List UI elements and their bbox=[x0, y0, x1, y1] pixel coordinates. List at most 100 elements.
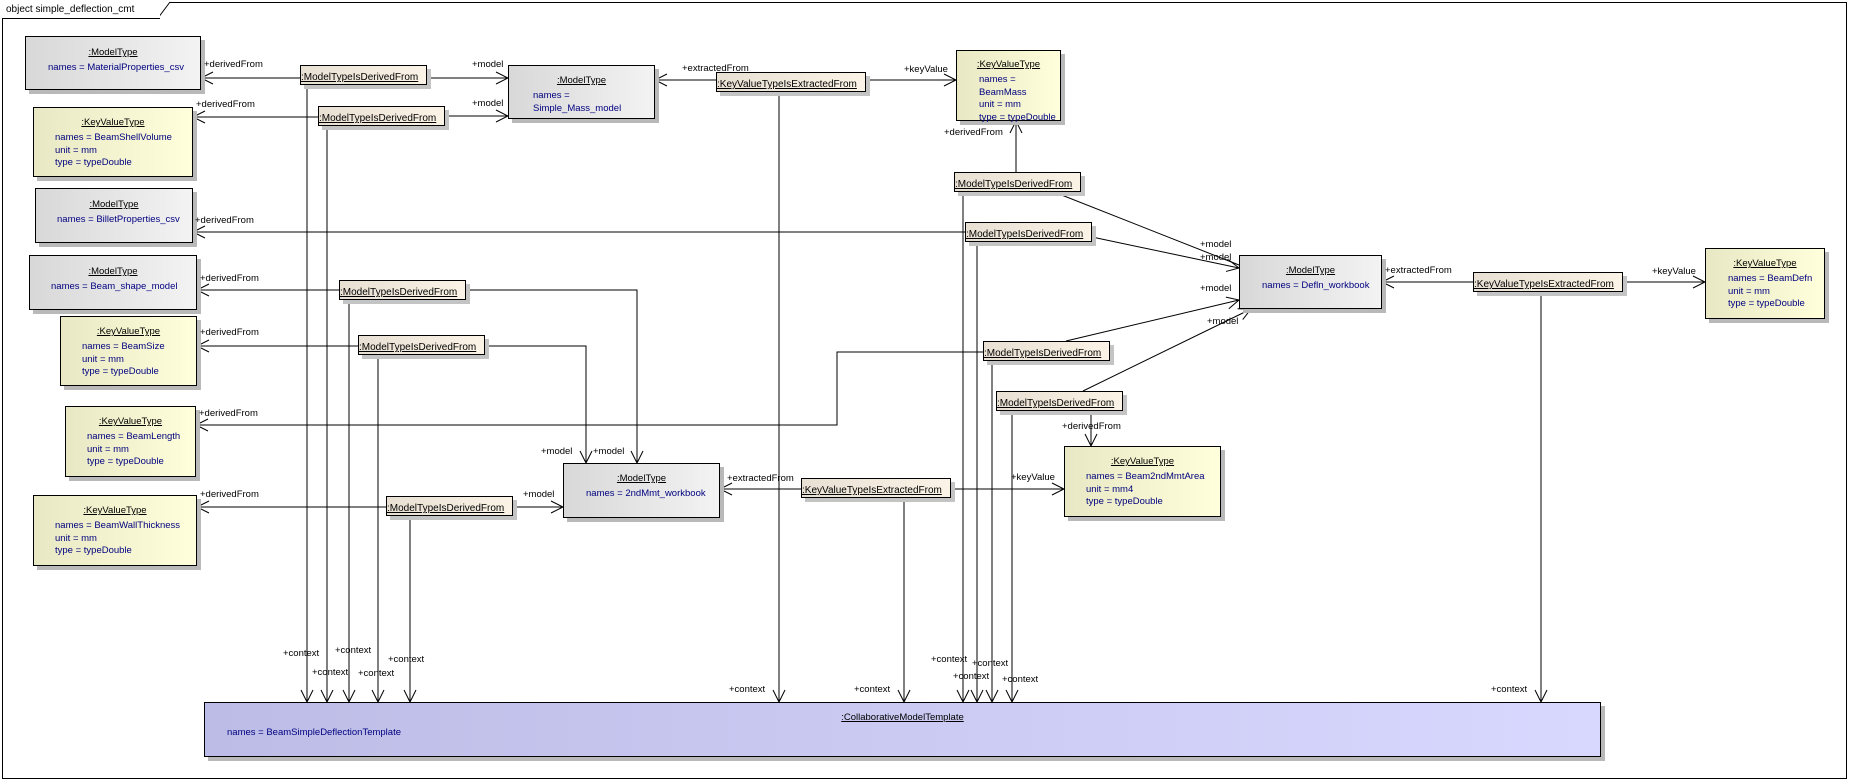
link-extracted-beam-2nd-mmt-area[interactable]: :KeyValueTypeIsExtractedFrom bbox=[801, 478, 951, 498]
link-label: :KeyValueTypeIsExtractedFrom bbox=[1474, 279, 1614, 290]
object-beam-wall-thickness[interactable]: :KeyValueType names = BeamWallThickness … bbox=[33, 495, 197, 566]
role-label: +keyValue bbox=[904, 64, 948, 75]
connector-line bbox=[196, 351, 983, 426]
link-label: :ModelTypeIsDerivedFrom bbox=[387, 503, 505, 514]
role-label: +derivedFrom bbox=[1062, 421, 1121, 432]
object-beam-shape-model[interactable]: :ModelType names = Beam_shape_model bbox=[29, 255, 197, 310]
role-label: +model bbox=[1200, 283, 1232, 294]
object-attr: type = typeDouble bbox=[87, 456, 164, 467]
object-type-label: :KeyValueType bbox=[976, 59, 1041, 70]
object-type-label: :ModelType bbox=[616, 473, 667, 484]
link-extracted-beam-defn[interactable]: :KeyValueTypeIsExtractedFrom bbox=[1473, 272, 1623, 292]
role-label: +context bbox=[335, 645, 372, 656]
object-attr: unit = mm bbox=[979, 99, 1021, 110]
role-label: +derivedFrom bbox=[200, 489, 259, 500]
role-label: +model bbox=[523, 489, 555, 500]
link-derived-beam-length[interactable]: :ModelTypeIsDerivedFrom bbox=[983, 341, 1110, 361]
object-material-properties[interactable]: :ModelType names = MaterialProperties_cs… bbox=[25, 36, 201, 90]
role-label: +model bbox=[1200, 252, 1232, 263]
link-derived-billet-properties[interactable]: :ModelTypeIsDerivedFrom bbox=[965, 222, 1092, 242]
link-derived-beam-shape-model[interactable]: :ModelTypeIsDerivedFrom bbox=[339, 280, 466, 300]
object-attr: names = BeamSimpleDeflectionTemplate bbox=[227, 727, 401, 738]
connector-line bbox=[1082, 308, 1252, 392]
arrowhead-icon bbox=[195, 339, 210, 353]
object-attr: unit = mm bbox=[82, 353, 124, 365]
object-beam-length[interactable]: :KeyValueType names = BeamLength unit = … bbox=[65, 406, 196, 477]
arrowhead-icon bbox=[199, 71, 214, 85]
connector-line bbox=[1091, 236, 1240, 269]
object-attr: names = Defln_workbook bbox=[1262, 280, 1370, 291]
object-attr: names = BilletProperties_csv bbox=[57, 214, 180, 225]
object-type-label: :KeyValueType bbox=[1733, 258, 1797, 269]
link-derived-beam-size[interactable]: :ModelTypeIsDerivedFrom bbox=[358, 335, 485, 355]
link-derived-material-properties[interactable]: :ModelTypeIsDerivedFrom bbox=[300, 65, 427, 85]
object-collaborative-model-template[interactable]: :CollaborativeModelTemplate names = Beam… bbox=[204, 702, 1601, 757]
link-derived-beam-shell-volume[interactable]: :ModelTypeIsDerivedFrom bbox=[318, 106, 445, 126]
object-defln-workbook[interactable]: :ModelType names = Defln_workbook bbox=[1239, 255, 1382, 309]
role-label: +model bbox=[1207, 316, 1239, 327]
object-beam-shell-volume[interactable]: :KeyValueType names = BeamShellVolume un… bbox=[33, 107, 193, 177]
link-label: :ModelTypeIsDerivedFrom bbox=[966, 229, 1084, 240]
arrowhead-icon bbox=[1009, 119, 1023, 134]
connector-line bbox=[1065, 299, 1240, 342]
object-attr: unit = mm bbox=[1728, 285, 1770, 297]
object-2ndmmt-workbook[interactable]: :ModelType names = 2ndMmt_workbook bbox=[563, 463, 720, 518]
role-label: +derivedFrom bbox=[200, 273, 259, 284]
role-label: +extractedFrom bbox=[1385, 265, 1452, 276]
link-label: :ModelTypeIsDerivedFrom bbox=[359, 342, 477, 353]
object-beam-size[interactable]: :KeyValueType names = BeamSize unit = mm… bbox=[60, 316, 197, 386]
object-type-label: :ModelType bbox=[556, 75, 607, 86]
object-attr: names = Beam_shape_model bbox=[51, 281, 178, 292]
role-label: +model bbox=[541, 446, 573, 457]
link-derived-beam-wall-thickness[interactable]: :ModelTypeIsDerivedFrom bbox=[386, 496, 513, 516]
role-label: +context bbox=[1491, 684, 1528, 695]
link-label: :KeyValueTypeIsExtractedFrom bbox=[802, 485, 942, 496]
object-beam-defn[interactable]: :KeyValueType names = BeamDefn unit = mm… bbox=[1705, 248, 1825, 319]
object-attr: unit = mm bbox=[55, 532, 97, 544]
object-attr: names = BeamSize bbox=[82, 341, 165, 352]
object-type-label: :ModelType bbox=[88, 47, 138, 58]
connector-line bbox=[466, 289, 638, 463]
role-label: +model bbox=[593, 446, 625, 457]
object-attr: type = typeDouble bbox=[1728, 298, 1805, 309]
object-attr: names = BeamShellVolume bbox=[55, 132, 172, 143]
role-label: +model bbox=[472, 59, 504, 70]
object-simple-mass-model[interactable]: :ModelType names = Simple_Mass_model bbox=[508, 65, 655, 119]
object-attr: names = 2ndMmt_workbook bbox=[586, 488, 706, 499]
arrowhead-icon bbox=[1380, 275, 1395, 289]
connector-line bbox=[1053, 191, 1240, 266]
object-type-label: :ModelType bbox=[1285, 265, 1336, 276]
object-attr: unit = mm bbox=[87, 443, 129, 455]
object-attr: unit = mm4 bbox=[1086, 483, 1134, 495]
object-billet-properties[interactable]: :ModelType names = BilletProperties_csv bbox=[35, 188, 193, 243]
connector-line bbox=[485, 345, 587, 463]
role-label: +context bbox=[854, 684, 891, 695]
object-type-label: :KeyValueType bbox=[98, 416, 163, 427]
role-label: +derivedFrom bbox=[204, 59, 263, 70]
link-derived-beam-mass[interactable]: :ModelTypeIsDerivedFrom bbox=[954, 172, 1081, 192]
object-attr: names = BeamMass bbox=[979, 74, 1027, 98]
role-label: +context bbox=[358, 668, 395, 679]
role-label: +model bbox=[1200, 239, 1232, 250]
object-beam-2nd-mmt-area[interactable]: :KeyValueType names = Beam2ndMmtArea uni… bbox=[1064, 446, 1221, 517]
object-attr: names = BeamWallThickness bbox=[55, 520, 181, 531]
diagram-frame-label: object simple_deflection_cmt bbox=[2, 2, 161, 19]
link-label: :ModelTypeIsDerivedFrom bbox=[984, 348, 1102, 359]
role-label: +derivedFrom bbox=[200, 327, 259, 338]
role-label: +context bbox=[283, 648, 320, 659]
role-label: +derivedFrom bbox=[195, 215, 254, 226]
link-extracted-beam-mass[interactable]: :KeyValueTypeIsExtractedFrom bbox=[716, 72, 866, 92]
object-type-label: :KeyValueType bbox=[81, 117, 145, 128]
role-label: +context bbox=[1002, 674, 1039, 685]
object-beam-mass[interactable]: :KeyValueType names = BeamMass unit = mm… bbox=[956, 50, 1061, 123]
role-label: +context bbox=[953, 671, 990, 682]
object-type-label: :KeyValueType bbox=[83, 505, 147, 516]
link-label: :KeyValueTypeIsExtractedFrom bbox=[717, 79, 857, 90]
role-label: +context bbox=[388, 654, 425, 665]
arrowhead-icon bbox=[195, 283, 210, 297]
object-attr: type = typeDouble bbox=[55, 157, 132, 168]
link-label: :ModelTypeIsDerivedFrom bbox=[997, 398, 1115, 409]
role-label: +extractedFrom bbox=[727, 473, 794, 484]
link-derived-beam-2nd-mmt-area[interactable]: :ModelTypeIsDerivedFrom bbox=[996, 391, 1123, 411]
role-label: +keyValue bbox=[1652, 266, 1696, 277]
